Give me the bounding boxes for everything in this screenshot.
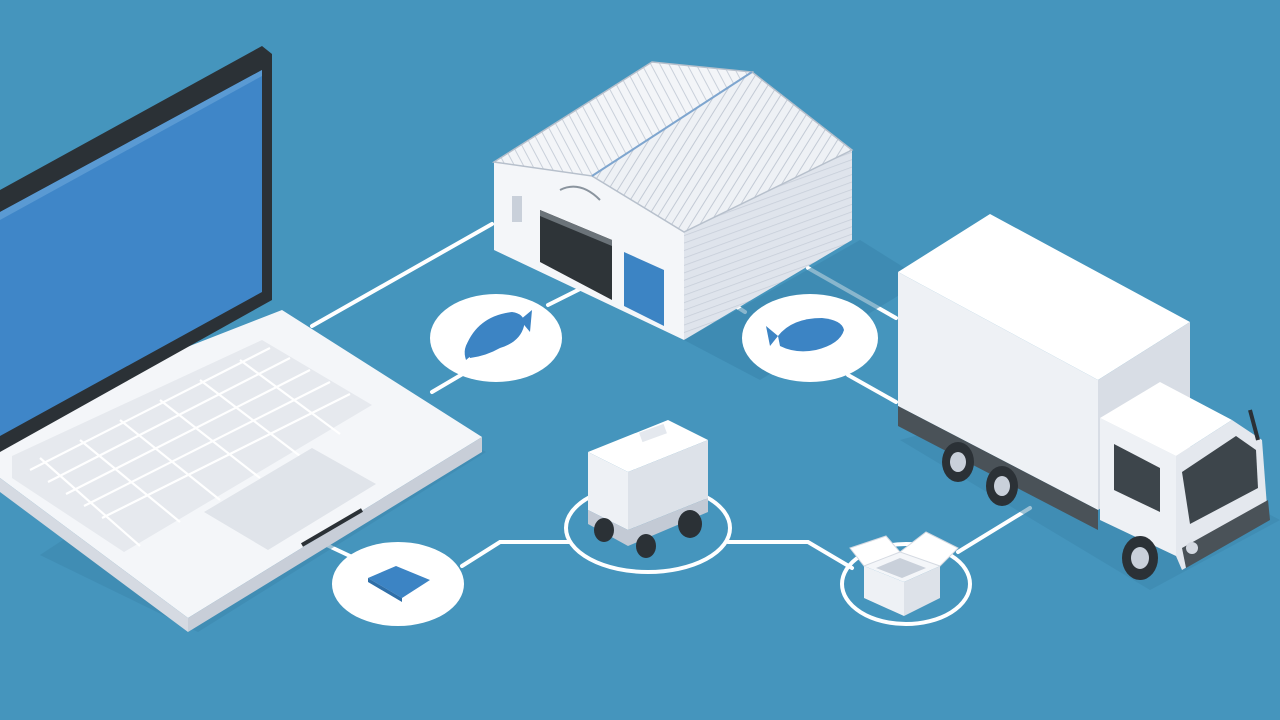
touchpad — [204, 448, 376, 550]
box-ring — [840, 542, 972, 626]
delivery-robot-icon — [588, 420, 708, 558]
warehouse-icon — [491, 61, 924, 380]
fish-icon — [464, 310, 532, 360]
truck-windshield — [1182, 436, 1258, 524]
delivery-truck-icon — [898, 214, 1280, 590]
open-box-node — [840, 531, 972, 626]
warehouse-blue-door — [624, 252, 664, 326]
fillet-node — [332, 542, 464, 626]
keyboard-keys — [29, 347, 351, 547]
truck-cargo-top — [898, 214, 1190, 380]
truck-side-window — [1114, 444, 1160, 512]
open-box-icon — [849, 531, 959, 616]
fish-node-1 — [430, 294, 562, 382]
fish-icon — [766, 318, 844, 352]
warehouse-side-wall — [684, 150, 852, 340]
truck-wheels — [942, 442, 1158, 580]
keyboard — [12, 340, 372, 552]
laptop-screen — [0, 70, 262, 436]
delivery-robot-node — [564, 420, 732, 574]
fish-fillet-icon — [368, 566, 430, 602]
truck-cargo-side — [898, 272, 1098, 510]
truck-cab-top — [1100, 382, 1232, 456]
laptop-icon — [0, 46, 486, 632]
fish-node-2 — [742, 294, 878, 382]
